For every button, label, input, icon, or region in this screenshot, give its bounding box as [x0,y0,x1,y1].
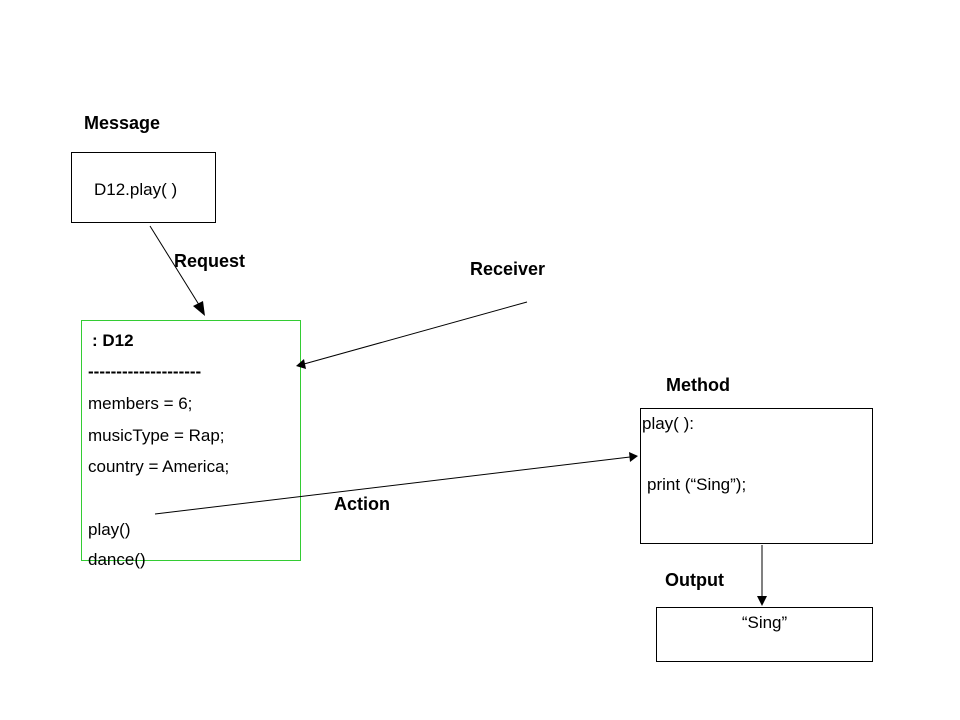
receiver-arrow-head [296,359,306,369]
object-attribute-musictype: musicType = Rap; [88,426,225,445]
object-separator: -------------------- [88,362,202,381]
output-box: “Sing” [656,607,873,662]
method-label: Method [666,375,730,395]
action-arrow-head [629,452,638,462]
object-method-play: play() [88,520,131,539]
action-label: Action [334,494,390,514]
object-method-dance: dance() [88,550,146,569]
message-call-text: D12.play( ) [94,180,178,199]
receiver-label: Receiver [470,259,546,279]
object-box [81,320,301,561]
message-label: Message [84,113,161,133]
receiver-arrow-line [303,301,528,365]
request-label: Request [174,251,246,271]
output-label: Output [665,570,724,590]
output-text: “Sing” [741,613,788,632]
action-arrow-line [154,456,631,515]
method-signature: play( ): [642,414,694,433]
method-body: print (“Sing”); [647,475,747,494]
output-arrow-head [757,596,767,606]
method-box [640,408,873,544]
object-attribute-country: country = America; [88,457,230,476]
request-arrow-head [193,301,205,316]
message-box: D12.play( ) [71,152,216,223]
object-attribute-members: members = 6; [88,394,193,413]
object-title: : D12 [92,331,134,350]
request-arrow-line [149,225,202,309]
